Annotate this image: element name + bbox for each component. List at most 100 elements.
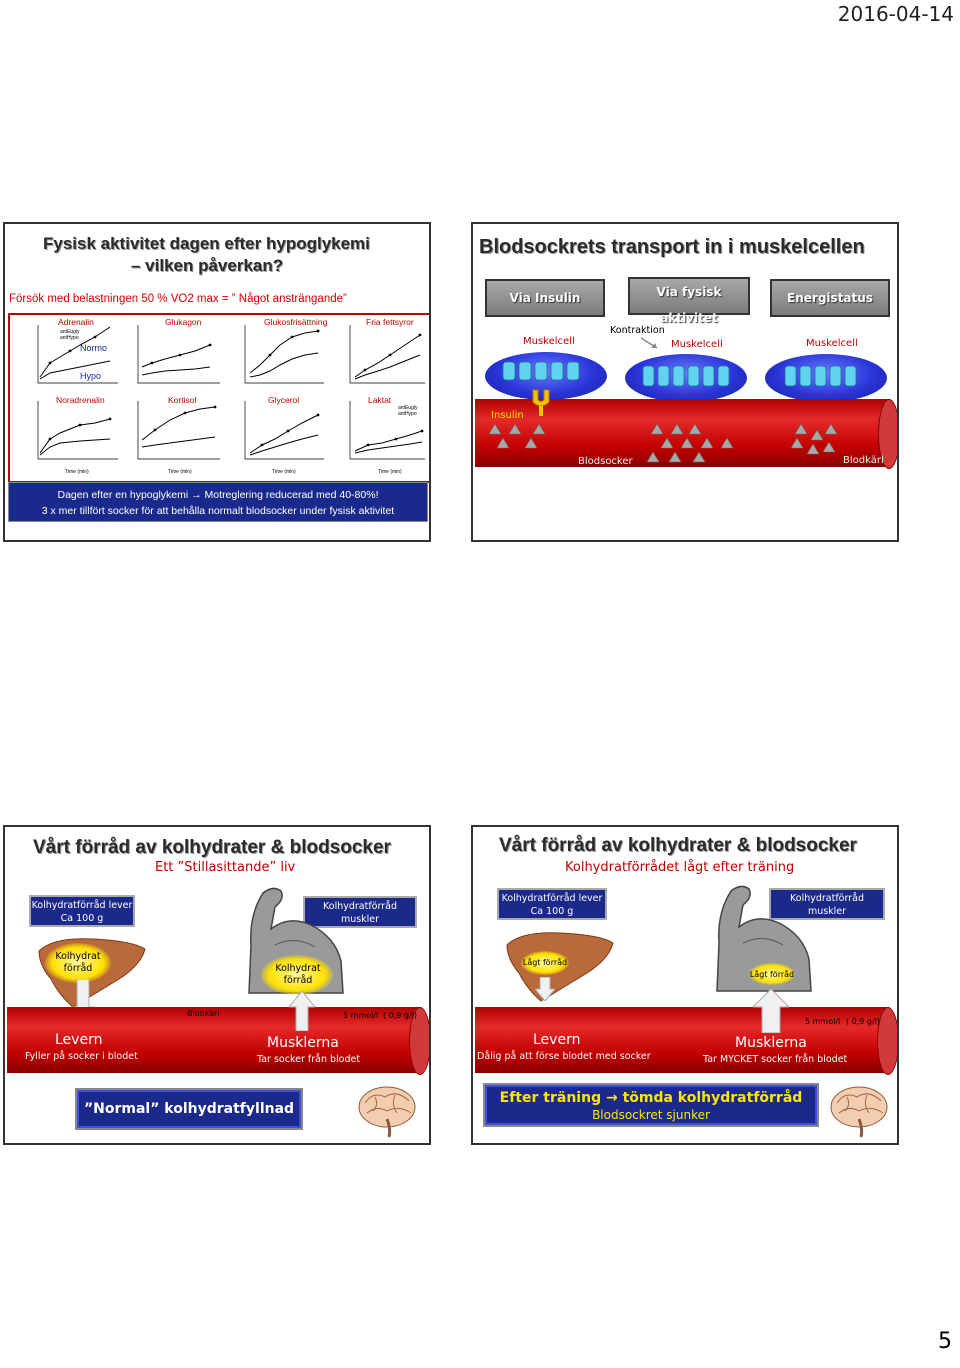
slide3-musklerna-title: Musklerna	[267, 1035, 339, 1051]
slide4-vessel-end	[877, 1007, 897, 1075]
date-header: 2016-04-14	[837, 2, 954, 26]
slide4-gl-label: ( 0,9 g/l)	[846, 1017, 881, 1026]
muscle-store-line1: Kolhydrat	[275, 963, 321, 974]
slide4-blood-vessel	[475, 1007, 889, 1073]
slide3-mmol-label: 5 mmol/l	[343, 1011, 379, 1020]
muscle-store-glow	[261, 955, 333, 995]
line-glycerol-hypo	[249, 434, 319, 456]
brain-icon	[358, 1086, 416, 1138]
muscle-store-label: Kolhydrat förråd	[271, 963, 325, 987]
muskel-storage-box: Kolhydratförråd muskler Ca 400 g	[303, 896, 417, 938]
slide4-musklerna-text: Tar MYCKET socker från blodet	[703, 1054, 848, 1065]
kontraktion-arrow-icon	[640, 337, 658, 349]
axis-noradrenalin	[37, 401, 118, 460]
slide4-bottom-box: Efter träning → tömda kolhydratförråd Bl…	[483, 1083, 819, 1127]
slide3-blodkarl-label: Blodkärl	[187, 1009, 220, 1018]
line-glukos-hypo	[249, 352, 319, 378]
axis-ffa	[349, 325, 425, 384]
label-glycerol: Glycerol	[268, 395, 299, 405]
line-glukagon-eugly	[141, 344, 211, 368]
legend-eugly-2: antEugly	[398, 405, 418, 411]
axis-laktat	[349, 401, 425, 460]
slide4-musklerna-title: Musklerna	[735, 1035, 807, 1051]
info-line-2: 3 x mer tillfört socker för att behålla …	[41, 505, 395, 517]
blodkarl-label: Blodkärl	[843, 455, 884, 466]
line-adrenalin-hypo	[39, 360, 111, 380]
slide2-title: Blodsockrets transport in i muskelcellen	[479, 236, 865, 258]
slide-hypoglycemia-activity: Fysisk aktivitet dagen efter hypoglykemi…	[3, 222, 431, 542]
line-laktat-hypo	[354, 441, 423, 454]
xlabel-4: Time (min)	[378, 469, 402, 475]
line-laktat-eugly	[354, 430, 423, 452]
hormone-charts-svg: Adrenalin Glukagon Glukosfrisättning Fri…	[37, 317, 425, 475]
muskelcell-label-1: Muskelcell	[523, 336, 575, 347]
axis-kortisol	[137, 401, 220, 460]
line-noradr-hypo	[39, 438, 111, 456]
via-insulin-button: Via Insulin	[485, 279, 605, 317]
info-line-1: Dagen efter en hypoglykemi → Motreglerin…	[57, 489, 379, 501]
muscle-cell-activity	[625, 354, 747, 402]
page-number: 5	[938, 1329, 952, 1354]
label-normo: Normo	[80, 343, 107, 353]
slide4-levern-title: Levern	[533, 1032, 581, 1048]
blood-vessel-end	[878, 399, 897, 469]
lever-storage-line2: Ca 100 g	[60, 913, 104, 924]
xlabel-2: Time (min)	[168, 469, 192, 475]
slide4-liver-store-label: Lågt förråd	[522, 958, 568, 967]
insulin-label: Insulin	[491, 410, 524, 421]
slide4-bottom-line1: Efter träning → tömda kolhydratförråd	[499, 1090, 803, 1106]
slide4-muskel-line2: Ca 400-500 g	[794, 919, 860, 930]
slide-carb-storage-sedentary: Vårt förråd av kolhydrater & blodsocker …	[3, 825, 431, 1145]
slide4-levern-text: Dålig på att förse blodet med socker	[477, 1051, 651, 1062]
muscle-store-line2: förråd	[283, 975, 313, 986]
line-kortisol-hypo	[141, 436, 216, 448]
axis-adrenalin	[37, 325, 118, 384]
slide3-levern-text: Fyller på socker i blodet	[25, 1051, 138, 1062]
line-ffa-eugly	[354, 334, 421, 378]
muskelcell-label-2: Muskelcell	[671, 339, 723, 350]
liver-store-line2: förråd	[63, 963, 93, 974]
slide4-brain-icon	[830, 1086, 888, 1138]
axis-glycerol	[244, 401, 324, 460]
liver-store-glow	[45, 943, 111, 983]
slide4-muscle-arm-icon	[716, 885, 812, 992]
arrow-up-muscle-icon	[289, 991, 315, 1031]
line-glycerol-eugly	[249, 414, 319, 454]
slide4-liver-glow	[521, 951, 569, 975]
slide3-title: Vårt förråd av kolhydrater & blodsocker	[33, 837, 391, 858]
slide4-subtitle: Kolhydratförrådet lågt efter träning	[565, 860, 795, 875]
slide1-title-line2: – vilken påverkan?	[131, 256, 284, 275]
slide4-lever-line2: Ca 100 g	[530, 906, 574, 917]
slide1-title-line1: Fysisk aktivitet dagen efter hypoglykemi	[43, 234, 370, 253]
legend-hypo-2: antHypo	[398, 411, 417, 417]
slide3-levern-title: Levern	[55, 1032, 103, 1048]
legend-hypo-1: antHypo	[60, 335, 79, 341]
via-fysisk-aktivitet-button: Via fysisk aktivitet	[628, 277, 750, 325]
slide3-vessel-end	[409, 1007, 429, 1075]
slide3-subtitle: Ett ”Stillasittande” liv	[155, 860, 296, 875]
slide4-bottom-line2: Blodsockret sjunker	[592, 1108, 710, 1122]
slide4-muscle-glow	[749, 963, 795, 985]
slide4-arrow-up-muscle-icon	[753, 989, 789, 1033]
line-glukos-eugly	[249, 330, 319, 374]
slide4-muscle-store-label: Lågt förråd	[749, 970, 795, 979]
line-ffa-hypo	[354, 354, 421, 380]
label-hypo: Hypo	[80, 371, 101, 381]
xlabel-1: Time (min)	[65, 469, 89, 475]
axis-glukagon	[137, 325, 220, 384]
glucose-triangles	[488, 423, 838, 463]
hormone-charts: Adrenalin Glukagon Glukosfrisättning Fri…	[8, 313, 429, 483]
liver-store-label: Kolhydrat förråd	[53, 951, 103, 975]
line-glukagon-hypo	[141, 366, 211, 376]
slide3-blood-vessel	[7, 1007, 421, 1073]
line-kortisol-eugly	[141, 406, 216, 441]
slide1-subtitle: Försök med belastningen 50 % VO2 max = ”…	[9, 293, 347, 305]
slide4-muskel-storage-box: Kolhydratförråd muskler Ca 400-500 g	[769, 888, 885, 930]
axis-glukos	[244, 325, 324, 384]
slide4-title: Vårt förråd av kolhydrater & blodsocker	[499, 835, 857, 856]
label-adrenalin: Adrenalin	[58, 317, 94, 327]
glucose-channels-2	[642, 365, 730, 387]
label-fria-fettsyror: Fria fettsyror	[366, 317, 414, 327]
liver-store-line1: Kolhydrat	[55, 951, 101, 962]
slide3-musklerna-text: Tar socker från blodet	[257, 1054, 361, 1065]
